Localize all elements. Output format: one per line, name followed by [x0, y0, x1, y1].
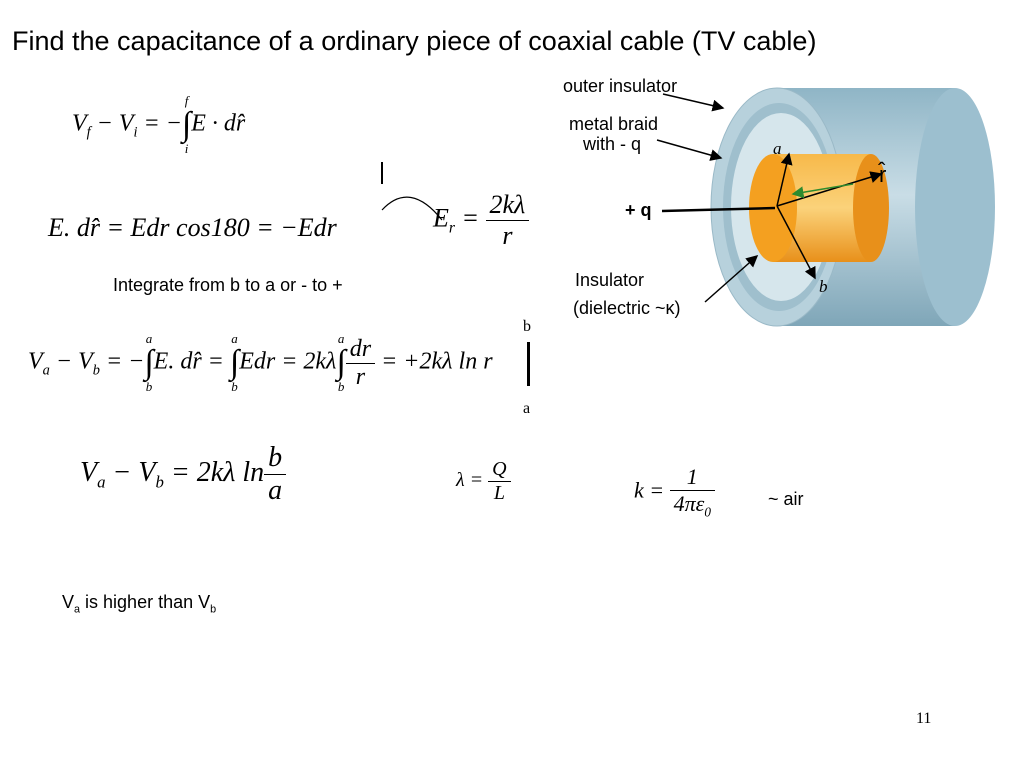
- slide-title: Find the capacitance of a ordinary piece…: [12, 26, 817, 56]
- arrow-insulator: [704, 255, 759, 303]
- label-dielectric: (dielectric ~κ): [573, 298, 681, 318]
- integral-sign: f∫i: [181, 93, 192, 156]
- evaluation-upper-limit: b: [523, 318, 531, 335]
- tick-mark: [381, 162, 383, 184]
- air-note: ~ air: [768, 489, 804, 509]
- coaxial-cable-diagram: outer insulator metal braid with - q + q…: [563, 76, 995, 327]
- integrate-note: Integrate from b to a or - to +: [113, 275, 343, 295]
- connector-curve: [381, 196, 443, 221]
- label-insulator: Insulator: [575, 270, 644, 290]
- label-radius-b: b: [819, 277, 828, 296]
- evaluation-bar: [527, 342, 530, 386]
- radius-b-arrow: [776, 205, 816, 280]
- label-outer-insulator: outer insulator: [563, 76, 677, 96]
- evaluation-lower-limit: a: [523, 400, 531, 417]
- rhat-arrow: [776, 171, 883, 207]
- integral-sign: a∫b: [336, 331, 346, 394]
- radius-a-arrow: [776, 152, 793, 207]
- label-metal-braid-charge: with - q: [582, 134, 641, 154]
- va-higher-note: Va is higher than Vb: [62, 592, 217, 616]
- equation-dot-product: E. dr̂ = Edr cos180 = −Edr: [48, 213, 337, 242]
- integral-sign: a∫b: [229, 331, 240, 394]
- label-plus-q: + q: [625, 200, 652, 220]
- outer-cylinder-back: [915, 88, 995, 326]
- arrow-metal-braid: [656, 139, 723, 161]
- arrow-outer-insulator: [662, 93, 725, 112]
- integral-sign: a∫b: [144, 331, 154, 394]
- arrow-plus-q: [661, 206, 776, 213]
- field-arrow: [791, 183, 854, 199]
- page-number: 11: [916, 710, 932, 727]
- label-radius-a: a: [773, 139, 782, 158]
- label-rhat: r̂: [878, 162, 887, 187]
- label-metal-braid: metal braid: [569, 114, 658, 134]
